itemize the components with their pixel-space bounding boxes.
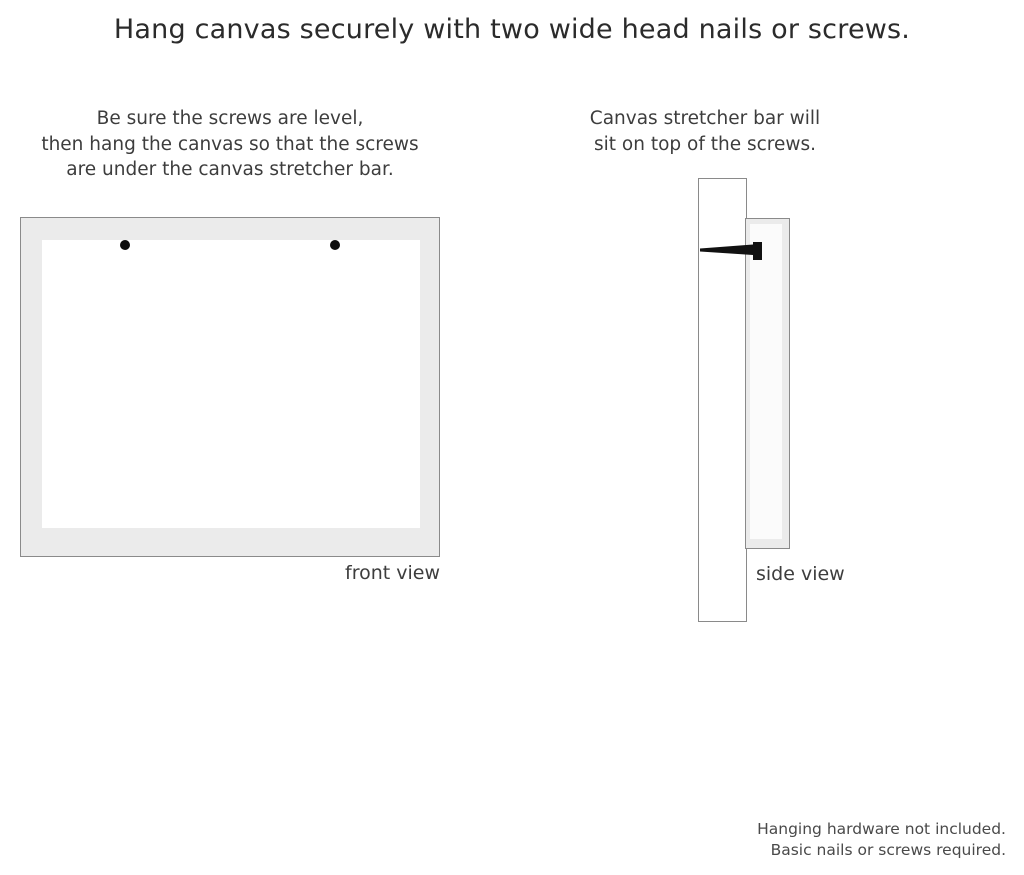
side-view-caption: Canvas stretcher bar will sit on top of … (570, 106, 840, 157)
side-view-caption-line-2: sit on top of the screws. (593, 133, 817, 155)
canvas-face-front (42, 240, 420, 528)
disclaimer-line-1: Hanging hardware not included. (757, 820, 1006, 838)
page-title: Hang canvas securely with two wide head … (113, 14, 911, 45)
front-view-diagram (20, 217, 440, 557)
screw-head-left-icon (120, 240, 130, 250)
screw-head-right-icon (330, 240, 340, 250)
disclaimer-line-2: Basic nails or screws required. (770, 841, 1006, 859)
front-view-label: front view (345, 562, 440, 584)
disclaimer-note: Hanging hardware not included. Basic nai… (757, 819, 1006, 861)
side-view-diagram (690, 170, 880, 640)
side-view-caption-line-1: Canvas stretcher bar will (589, 108, 821, 129)
front-view-caption-line-2: then hang the canvas so that the screws (41, 133, 419, 155)
canvas-stretcher-bar-inner-side (750, 224, 782, 539)
front-view-caption: Be sure the screws are level, then hang … (10, 106, 450, 183)
side-view-label: side view (756, 563, 845, 585)
front-view-caption-line-1: Be sure the screws are level, (96, 108, 364, 129)
front-view-caption-line-3: are under the canvas stretcher bar. (66, 159, 394, 180)
wall-board-side (698, 178, 747, 622)
